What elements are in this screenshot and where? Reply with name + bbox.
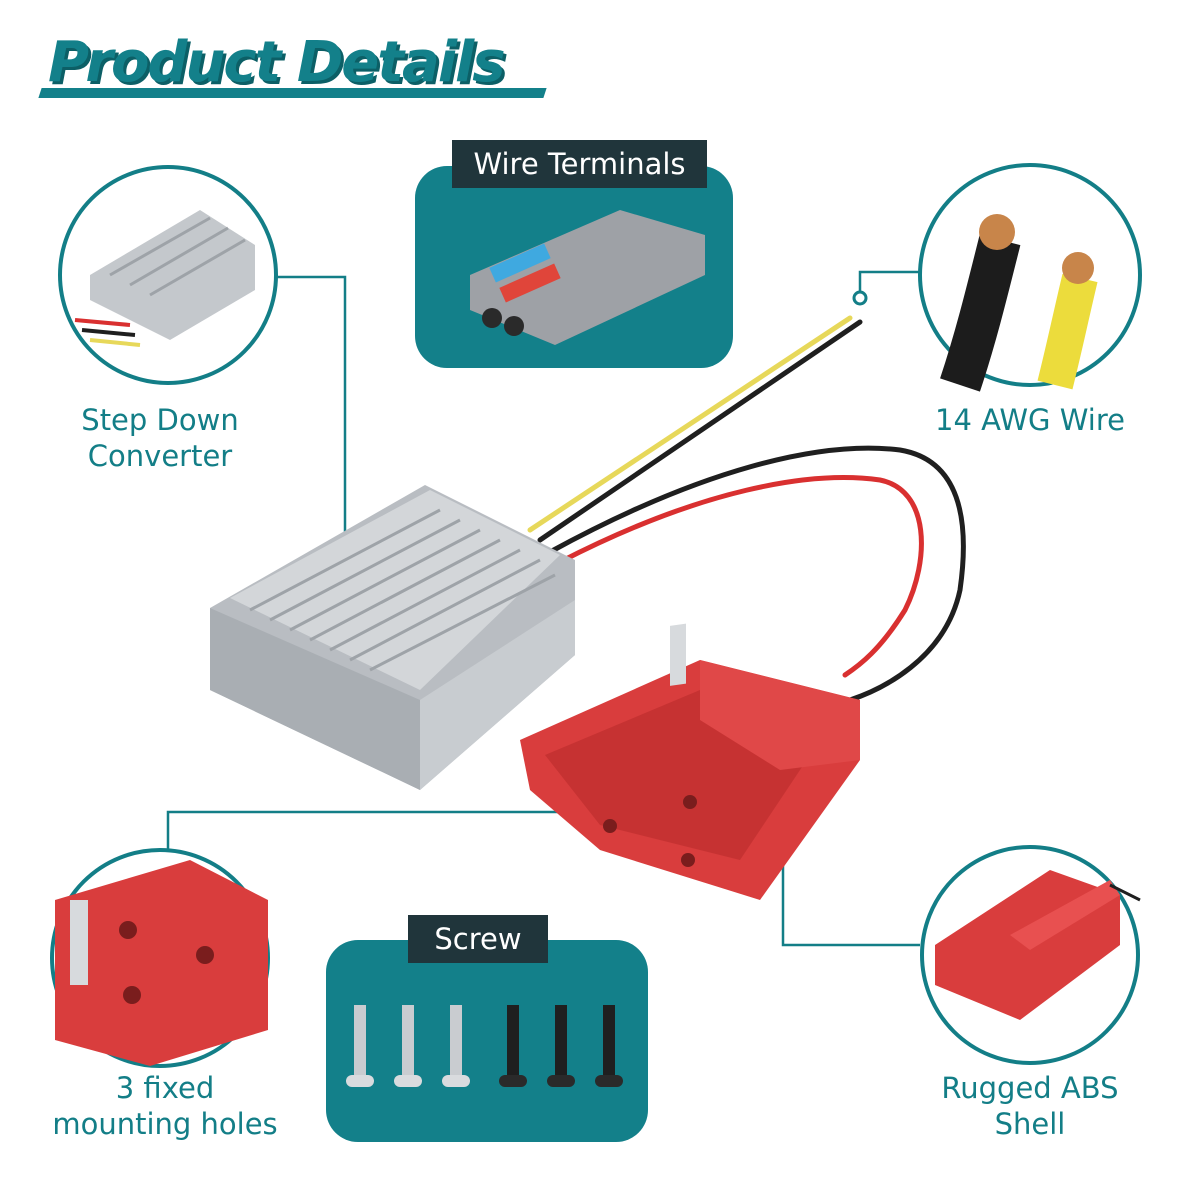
wires-illustration	[527, 315, 966, 703]
wire-terminals-tag: Wire Terminals	[452, 140, 707, 188]
converter-illustration	[210, 485, 575, 790]
black-screw-icons	[499, 1005, 623, 1087]
mounting-holes-label-line2: mounting holes	[52, 1107, 278, 1141]
callout-lines	[166, 270, 922, 947]
mounting-holes-label: 3 fixed mounting holes	[40, 1070, 290, 1142]
wire-circle	[918, 163, 1142, 392]
screw-tag: Screw	[408, 915, 548, 963]
mounting-holes-label-line1: 3 fixed	[115, 1071, 215, 1105]
converter-circle	[58, 165, 278, 385]
screws-box	[326, 940, 648, 1142]
page-title-text: Product Details	[48, 30, 506, 95]
terminals-box	[415, 166, 733, 368]
awg-wire-label: 14 AWG Wire	[935, 403, 1125, 437]
step-down-converter-label: Step Down Converter	[40, 402, 280, 474]
red-shell-illustration	[520, 623, 860, 900]
step-down-converter-label-line2: Converter	[87, 439, 233, 473]
page-title: Product Details	[38, 30, 560, 106]
abs-shell-label-line2: Shell	[994, 1107, 1066, 1141]
mounting-holes-circle	[50, 848, 270, 1068]
step-down-converter-label-line1: Step Down	[81, 403, 239, 437]
abs-shell-label: Rugged ABS Shell	[915, 1070, 1145, 1142]
silver-screw-icons	[346, 1005, 470, 1087]
abs-shell-label-line1: Rugged ABS	[941, 1071, 1119, 1105]
abs-shell-circle	[920, 845, 1141, 1065]
